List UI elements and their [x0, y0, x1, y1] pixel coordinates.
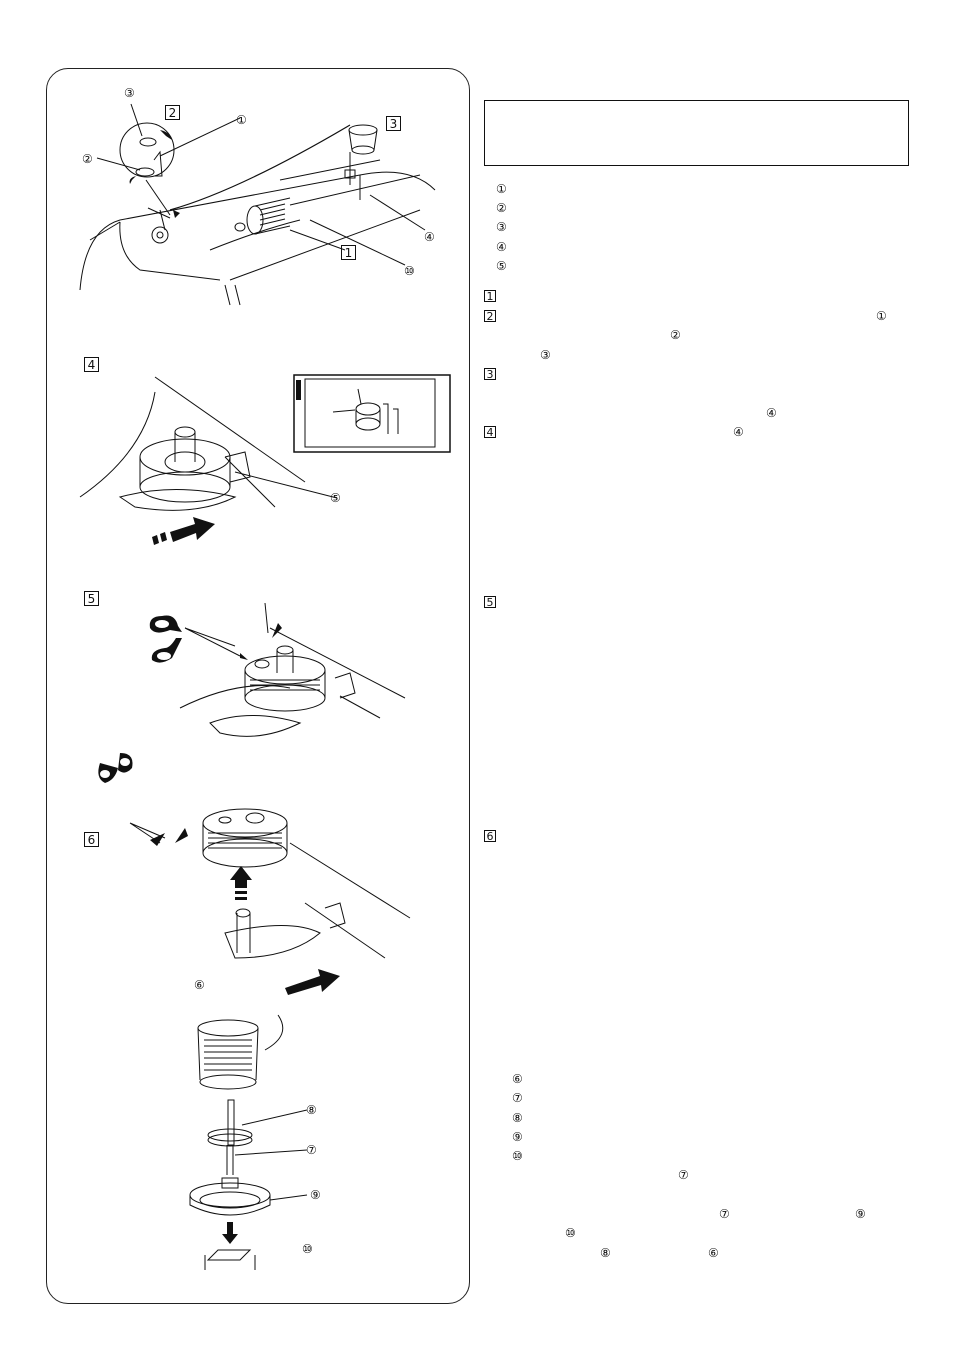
step-3-ref: ④ [766, 406, 777, 420]
step-marker: 4 [484, 426, 496, 439]
final-ref: ⑨ [855, 1207, 866, 1221]
parts-list-2-item: ⑨ [512, 1130, 523, 1144]
cut-thread-illustration [149, 602, 406, 737]
step-marker: 2 [484, 310, 496, 323]
parts-list-2-item: ⑩ [512, 1149, 523, 1163]
fig-callout-3-top: ③ [124, 86, 135, 100]
fig-step-4: 4 [84, 357, 99, 372]
parts-list-item: ③ [496, 220, 507, 234]
fig-callout-4-top: ④ [424, 230, 435, 244]
final-ref: ⑩ [565, 1226, 576, 1240]
section-title-box [484, 100, 909, 166]
final-ref: ⑦ [719, 1207, 730, 1221]
parts-list-2-item: ⑧ [512, 1111, 523, 1125]
lcd-screen-inset [293, 374, 451, 453]
step-4-ref: ④ [733, 425, 744, 439]
fig-callout-7: ⑦ [306, 1143, 317, 1157]
step-marker: 6 [484, 830, 496, 843]
step-2-ref: ② [670, 328, 681, 342]
fig-callout-5: ⑤ [330, 491, 341, 505]
parts-list-item: ① [496, 182, 507, 196]
fig-callout-2-top: ② [82, 152, 93, 166]
remove-bobbin-illustration [98, 753, 411, 995]
parts-list-item: ⑤ [496, 259, 507, 273]
fig-callout-6: ⑥ [194, 978, 205, 992]
parts-list-2-item: ⑦ [512, 1091, 523, 1105]
fig-step-2: 2 [165, 105, 180, 120]
final-ref: ⑧ [600, 1246, 611, 1260]
fig-step-1: 1 [341, 245, 356, 260]
fig-step-3: 3 [386, 116, 401, 131]
step-marker: 3 [484, 368, 496, 381]
spool-holder-illustration [189, 1014, 308, 1270]
machine-top-illustration [79, 103, 436, 306]
step-marker: 1 [484, 290, 496, 303]
step-marker: 5 [484, 596, 496, 609]
fig-callout-9: ⑨ [310, 1188, 321, 1202]
fig-callout-10-top: ⑩ [404, 264, 415, 278]
bobbin-push-illustration [79, 376, 338, 545]
step-2-ref: ① [876, 309, 887, 323]
fig-callout-10-bottom: ⑩ [302, 1242, 313, 1256]
fig-callout-1-top: ① [236, 113, 247, 127]
fig-step-6: 6 [84, 832, 99, 847]
final-ref: ⑥ [708, 1246, 719, 1260]
fig-step-5: 5 [84, 591, 99, 606]
illustration-panel [46, 68, 470, 1304]
parts-list-item: ④ [496, 240, 507, 254]
fig-callout-8: ⑧ [306, 1103, 317, 1117]
final-ref: ⑦ [678, 1168, 689, 1182]
parts-list-2-item: ⑥ [512, 1072, 523, 1086]
parts-list-item: ② [496, 201, 507, 215]
step-2-ref: ③ [540, 348, 551, 362]
